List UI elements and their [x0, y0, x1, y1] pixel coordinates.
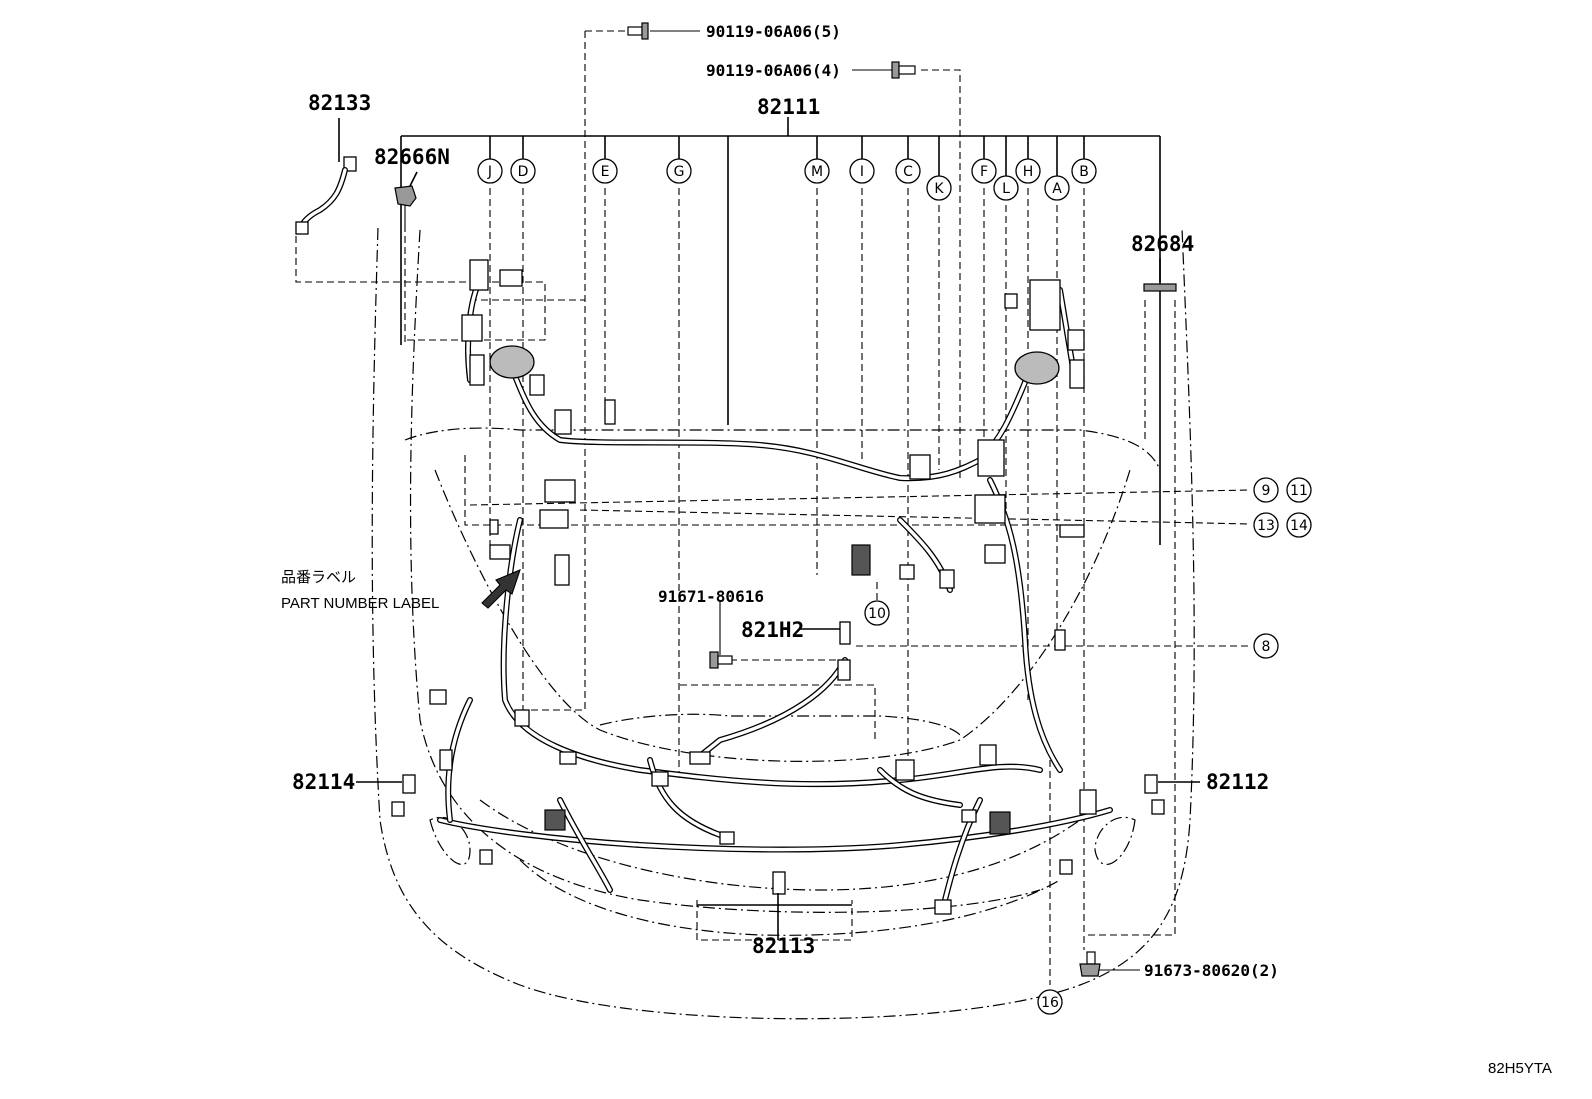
connector-letter-b: B: [1079, 164, 1089, 180]
connector-circle-i: [849, 158, 875, 184]
part-82112: 82112: [1206, 770, 1269, 794]
main-wire-harness: [437, 277, 1113, 903]
number-callouts: 9 11 13 14 10 8 16: [864, 477, 1312, 1015]
connector-letter-j: J: [487, 164, 492, 180]
connector-leaders: [489, 188, 1085, 950]
part-821H2: 821H2: [741, 618, 804, 642]
connector-letter-i: I: [860, 164, 864, 180]
callout-14: 14: [1290, 518, 1308, 534]
grommets: [489, 345, 1060, 385]
callout-16: 16: [1041, 995, 1059, 1011]
connector-letter-l: L: [1002, 181, 1010, 197]
part-82684-tape: [1143, 258, 1177, 292]
part-82133-harness: [295, 118, 357, 235]
part-number-label-caption: 品番ラベル PART NUMBER LABEL: [281, 569, 439, 612]
part-82111: 82111: [757, 95, 820, 119]
connector-letter-e: E: [601, 164, 610, 180]
connector-circle-d: [510, 158, 536, 184]
label-pointer-arrow: [481, 569, 521, 609]
connector-circle-l: [993, 175, 1019, 201]
callout-10: 10: [868, 606, 886, 622]
callout-13: 13: [1257, 518, 1275, 534]
connector-circle-f: [971, 158, 997, 184]
part-82133: 82133: [308, 91, 371, 115]
callout-11: 11: [1290, 483, 1308, 499]
bolt-90119-06A06-4: 90119-06A06(4): [706, 61, 841, 80]
connector-letter-callouts: J D E G M I C K FLH A B: [477, 136, 1097, 201]
callout-9: 9: [1262, 483, 1271, 499]
bolt-91673-80620-2: 91673-80620(2): [1144, 961, 1279, 980]
connector-circle-g: [666, 158, 692, 184]
connector-letter-a: A: [1052, 181, 1062, 197]
part-82684: 82684: [1131, 232, 1194, 256]
connector-circle-c: [895, 158, 921, 184]
connector-circle-a: [1044, 175, 1070, 201]
connector-letter-h: H: [1023, 164, 1034, 180]
bolt-91671-80616: 91671-80616: [658, 587, 764, 606]
connector-circle-h: [1015, 158, 1041, 184]
connector-circle-e: [592, 158, 618, 184]
connector-circle-m: [804, 158, 830, 184]
connector-letter-d: D: [518, 164, 529, 180]
connector-letter-m: M: [811, 164, 823, 180]
connector-letter-c: C: [903, 164, 913, 180]
part-82114: 82114: [292, 770, 355, 794]
part-82113-bracket: [697, 893, 852, 940]
diagram-code: 82H5YTA: [1488, 1060, 1552, 1077]
label-jp: 品番ラベル: [281, 569, 356, 586]
connector-blocks: [391, 259, 1165, 915]
connector-letter-k: K: [934, 181, 944, 197]
connector-letter-g: G: [674, 164, 685, 180]
bolt-leaders: [295, 30, 1251, 985]
clip-icon: [394, 171, 418, 345]
connector-circle-b: [1071, 158, 1097, 184]
connector-letter-f: F: [980, 164, 988, 180]
bolt-90119-06A06-5: 90119-06A06(5): [706, 22, 841, 41]
connector-circle-k: [926, 175, 952, 201]
label-en: PART NUMBER LABEL: [281, 595, 439, 612]
part-number-labels: 82133 82666N 82111 82684 82114 82112 821…: [292, 22, 1279, 980]
harness-bracket-82111: [400, 117, 1161, 545]
part-82113: 82113: [752, 934, 815, 958]
connector-circle-j: [477, 158, 503, 184]
bolt-icon: [627, 22, 1140, 977]
part-82666N: 82666N: [374, 145, 450, 169]
callout-8: 8: [1262, 639, 1271, 655]
